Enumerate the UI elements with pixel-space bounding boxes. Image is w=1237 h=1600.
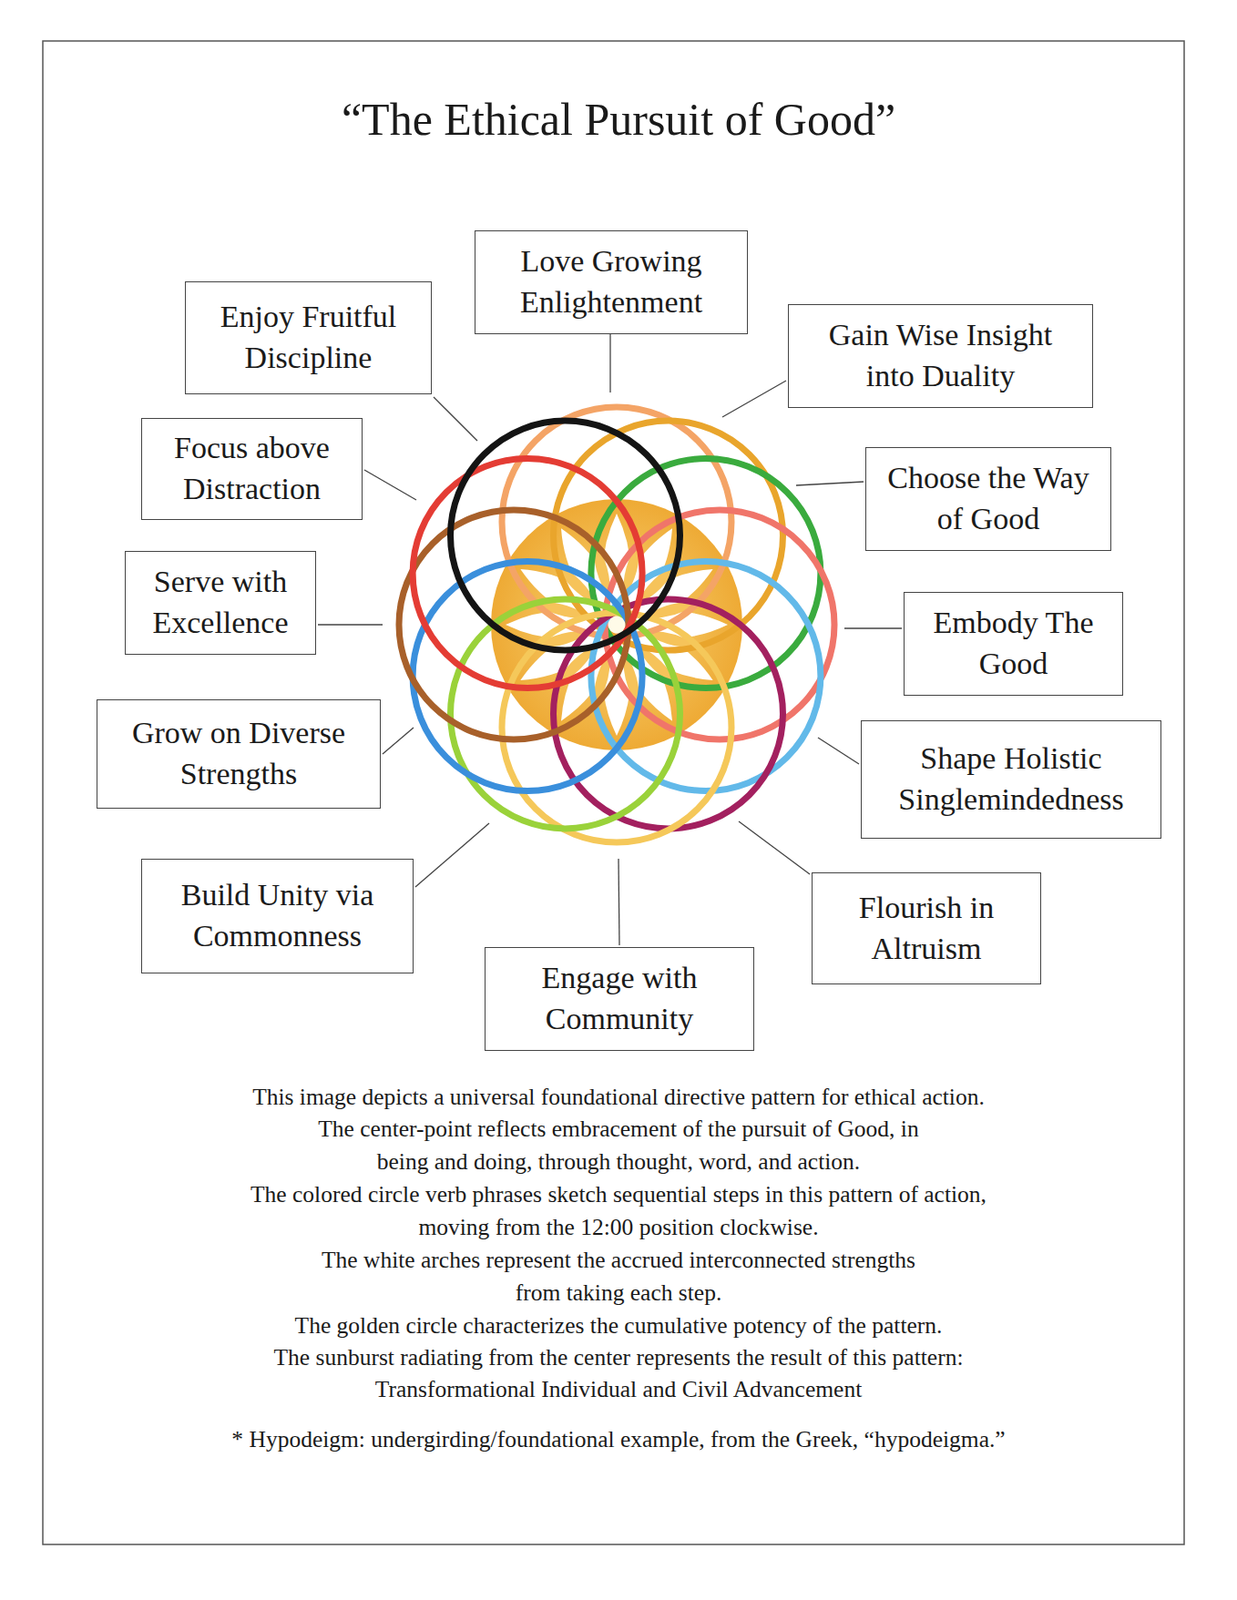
caption-line: The sunburst radiating from the center r… (0, 1344, 1237, 1372)
step-label: Gain Wise Insight into Duality (801, 315, 1080, 398)
step-box: Choose the Way of Good (865, 447, 1112, 552)
step-label: Choose the Way of Good (879, 458, 1098, 541)
step-box: Grow on Diverse Strengths (96, 699, 381, 809)
caption-line: * Hypodeigm: undergirding/foundational e… (0, 1426, 1237, 1454)
step-box: Serve with Excellence (124, 551, 317, 655)
leader-lines (317, 334, 902, 946)
diagram-title: “The Ethical Pursuit of Good” (0, 92, 1237, 146)
caption-line: being and doing, through thought, word, … (0, 1148, 1237, 1176)
caption-line: The colored circle verb phrases sketch s… (0, 1181, 1237, 1209)
caption-line: from taking each step. (0, 1279, 1237, 1308)
caption-line: The white arches represent the accrued i… (0, 1247, 1237, 1275)
step-box: Build Unity via Commonness (141, 858, 414, 974)
step-box: Shape Holistic Singlemindedness (860, 720, 1162, 839)
step-label: Flourish in Altruism (825, 888, 1028, 971)
step-box: Focus above Distraction (141, 418, 363, 521)
caption-line: This image depicts a universal foundatio… (0, 1083, 1237, 1112)
step-label: Build Unity via Commonness (154, 875, 400, 958)
caption-line: moving from the 12:00 position clockwise… (0, 1214, 1237, 1242)
step-label: Embody The Good (917, 603, 1110, 685)
step-box: Flourish in Altruism (811, 872, 1042, 985)
colored-circles (398, 407, 835, 843)
step-label: Engage with Community (498, 958, 741, 1041)
step-box: Gain Wise Insight into Duality (787, 304, 1094, 409)
caption-line: The center-point reflects embracement of… (0, 1115, 1237, 1144)
step-box: Love Growing Enlightenment (474, 230, 748, 335)
caption-line: The golden circle characterizes the cumu… (0, 1312, 1237, 1340)
caption-line: Transformational Individual and Civil Ad… (0, 1376, 1237, 1404)
step-label: Focus above Distraction (154, 428, 349, 511)
step-box: Enjoy Fruitful Discipline (184, 281, 432, 395)
step-box: Embody The Good (903, 592, 1124, 696)
step-label: Love Growing Enlightenment (488, 241, 735, 324)
step-box: Engage with Community (484, 947, 755, 1052)
step-label: Grow on Diverse Strengths (110, 713, 368, 796)
step-label: Shape Holistic Singlemindedness (874, 738, 1148, 821)
step-label: Enjoy Fruitful Discipline (198, 296, 419, 379)
sunburst (490, 499, 743, 751)
step-label: Serve with Excellence (138, 562, 303, 645)
